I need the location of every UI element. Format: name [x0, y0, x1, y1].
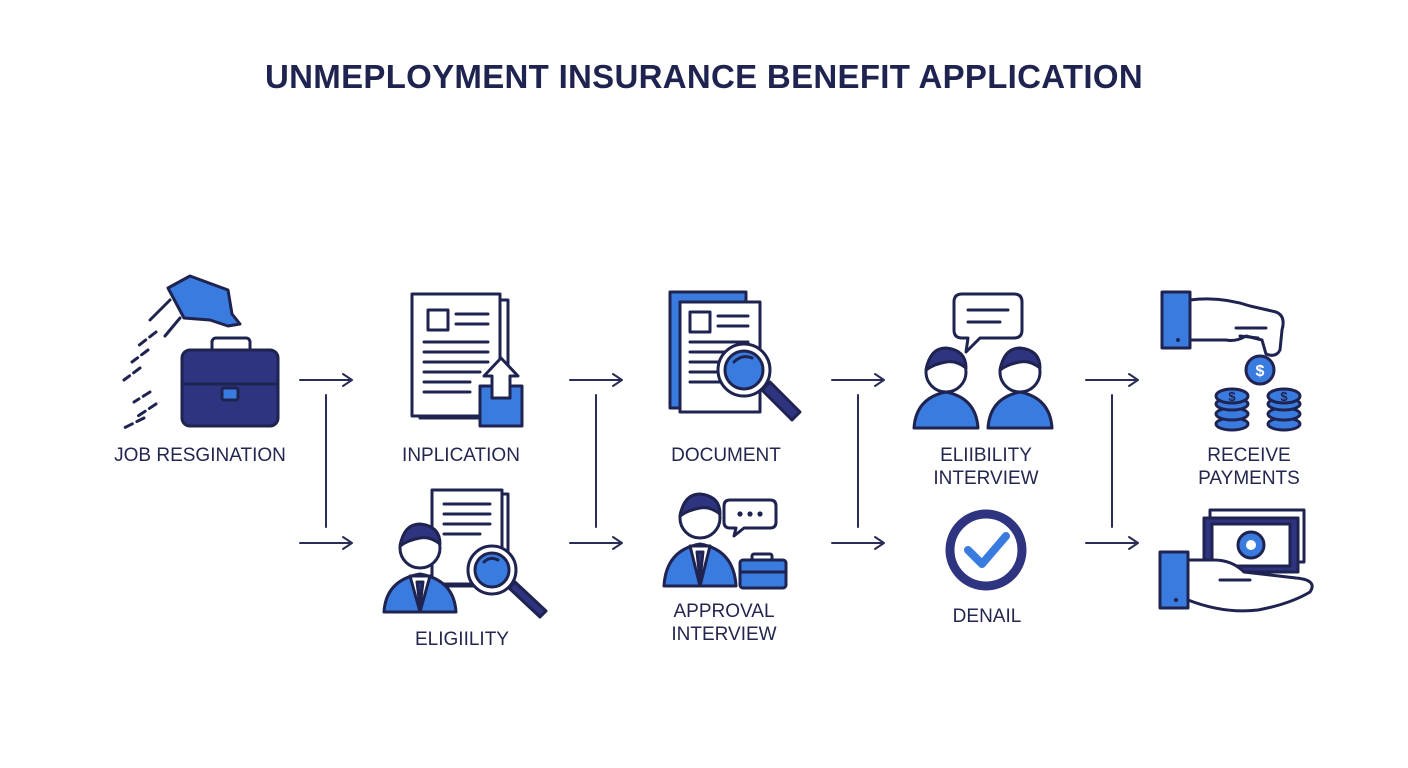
step-label-document: DOCUMENT — [671, 445, 781, 466]
connector-4 — [1085, 373, 1139, 550]
svg-text:$: $ — [1256, 363, 1265, 380]
step-label-inplication: INPLICATION — [402, 445, 520, 466]
svg-text:$: $ — [1280, 389, 1288, 404]
arrow-to-cash-payment — [1085, 536, 1139, 550]
check-circle-icon — [945, 509, 1027, 591]
connector-2 — [569, 373, 623, 550]
arrow-to-eliibility-interview — [831, 373, 885, 387]
arrow-to-inplication — [299, 373, 353, 387]
step-label-approval-interview: APPROVAL INTERVIEW — [671, 601, 777, 645]
page-title: UNMEPLOYMENT INSURANCE BENEFIT APPLICATI… — [265, 58, 1143, 95]
document-magnifier-icon — [668, 290, 802, 422]
arrow-to-document — [569, 373, 623, 387]
hand-cash-icon — [1158, 508, 1314, 613]
step-label-job-resignation: JOB RESGINATION — [114, 445, 286, 466]
two-people-speech-icon — [912, 292, 1054, 430]
step-label-receive-payments: RECEIVE PAYMENTS — [1198, 445, 1300, 489]
hand-coins-icon: $ $ $ — [1160, 290, 1302, 432]
step-label-eligiility: ELIGIILITY — [415, 629, 509, 650]
document-upload-icon — [410, 292, 524, 428]
svg-text:$: $ — [1228, 389, 1236, 404]
arrow-to-denail — [831, 536, 885, 550]
arrow-to-eligiility — [299, 536, 353, 550]
step-label-eliibility-interview: ELIIBILITY INTERVIEW — [933, 445, 1039, 489]
step-label-denail: DENAIL — [952, 606, 1022, 627]
arrow-to-approval-interview — [569, 536, 623, 550]
connector-3 — [831, 373, 885, 550]
connector-1 — [299, 373, 353, 550]
briefcase-with-tag-icon — [122, 274, 280, 430]
person-chat-briefcase-icon — [662, 492, 788, 590]
person-document-magnifier-icon — [382, 488, 548, 619]
arrow-to-receive-payments — [1085, 373, 1139, 387]
